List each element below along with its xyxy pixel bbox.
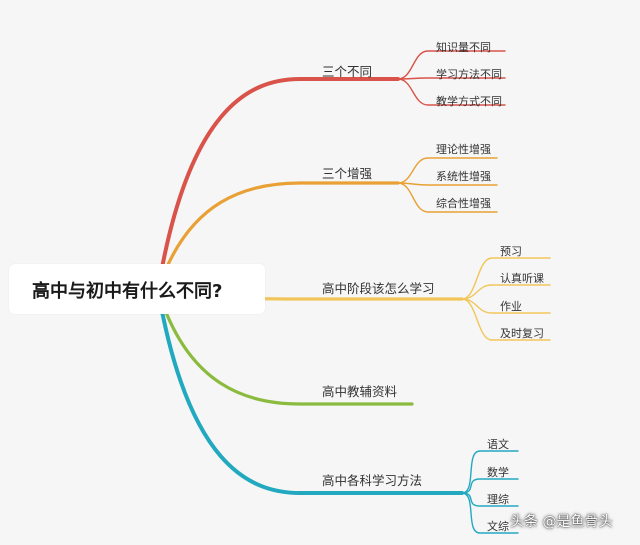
- leaf-study-method[interactable]: 学习方法不同: [436, 68, 502, 81]
- leaf-connector: [397, 157, 498, 184]
- leaf-connector: [397, 77, 506, 80]
- leaf-connector: [461, 492, 519, 534]
- leaf-connector: [397, 78, 506, 106]
- leaf-science[interactable]: 理综: [487, 493, 509, 506]
- branch-connector: [156, 288, 414, 406]
- leaf-connector: [461, 284, 551, 300]
- leaf-theory[interactable]: 理论性增强: [436, 143, 491, 156]
- leaf-teaching-mode[interactable]: 教学方式不同: [436, 95, 502, 108]
- root-node[interactable]: [9, 264, 265, 314]
- leaf-math[interactable]: 数学: [487, 466, 509, 479]
- leaf-synthesis[interactable]: 综合性增强: [436, 197, 491, 210]
- leaf-connector: [461, 298, 551, 341]
- leaf-system[interactable]: 系统性增强: [436, 170, 491, 183]
- leaf-preview[interactable]: 预习: [500, 245, 522, 258]
- watermark: 头条 @是鱼骨头: [510, 514, 613, 530]
- leaf-connector: [397, 182, 498, 186]
- leaf-chinese[interactable]: 语文: [487, 438, 509, 451]
- root-title: 高中与初中有什么不同?: [32, 281, 223, 302]
- leaf-liberal-arts[interactable]: 文综: [487, 520, 509, 533]
- branch-how-to-study[interactable]: 高中阶段该怎么学习: [322, 281, 435, 296]
- leaf-knowledge-amount[interactable]: 知识量不同: [436, 41, 491, 54]
- branch-connector: [156, 288, 464, 495]
- leaf-connector: [461, 450, 519, 494]
- leaf-connector: [461, 478, 519, 494]
- leaf-connector: [397, 50, 506, 80]
- branch-subject-methods[interactable]: 高中各科学习方法: [322, 473, 423, 488]
- branch-three-enhancements[interactable]: 三个增强: [322, 166, 373, 181]
- leaf-review[interactable]: 及时复习: [500, 327, 544, 340]
- branch-materials[interactable]: 高中教辅资料: [322, 384, 398, 399]
- leaf-homework[interactable]: 作业: [500, 300, 522, 313]
- branch-three-differences[interactable]: 三个不同: [322, 64, 373, 79]
- leaf-listen[interactable]: 认真听课: [500, 272, 544, 285]
- branch-connector: [156, 77, 400, 292]
- leaf-connector: [397, 182, 498, 213]
- leaf-connector: [461, 257, 551, 300]
- branch-connector: [156, 181, 400, 292]
